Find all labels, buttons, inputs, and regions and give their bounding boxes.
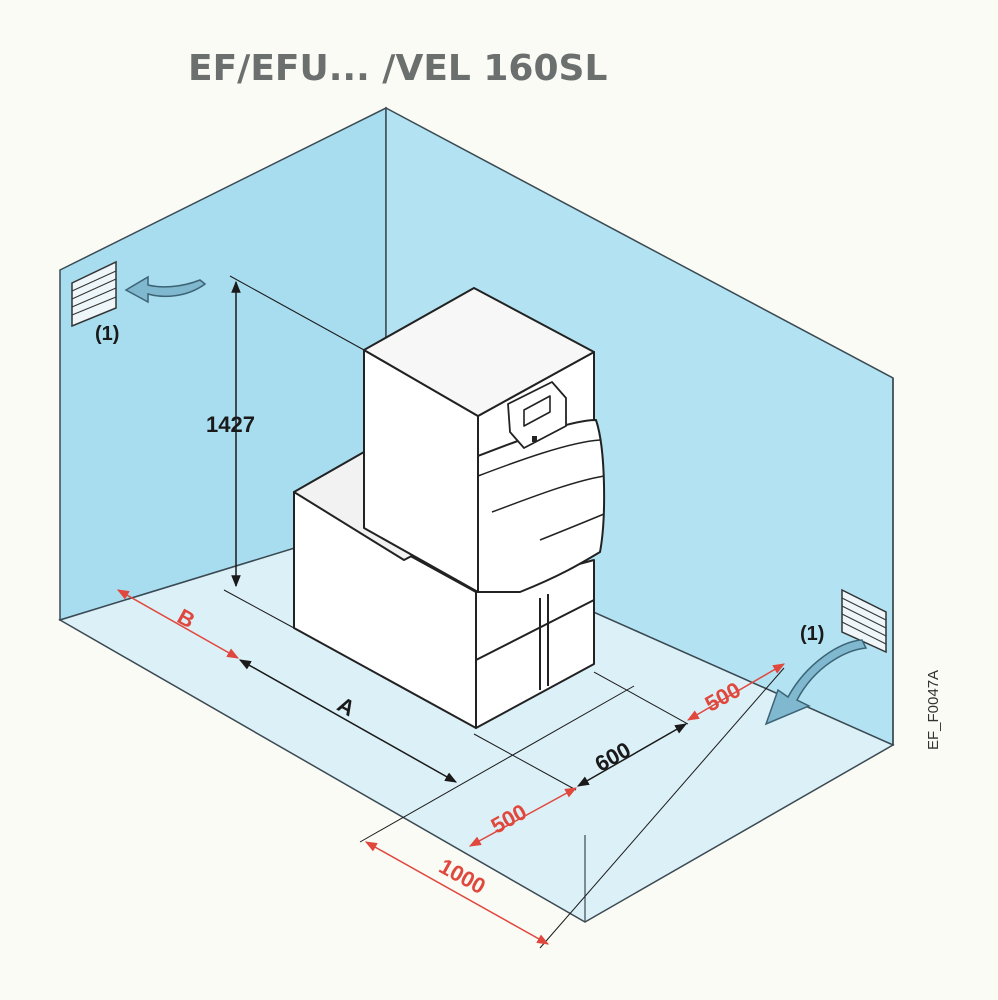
dimension-500-front-line	[468, 787, 578, 847]
vent-grille-right	[841, 588, 887, 654]
vent-grille-left	[71, 260, 117, 328]
dimension-a-line	[238, 659, 458, 783]
control-screen	[523, 395, 551, 427]
figure-code: EF_F0047A	[925, 670, 942, 750]
airflow-arrow-left-icon	[124, 275, 207, 304]
dimension-1000-line	[364, 841, 550, 945]
vent-note-right: (1)	[800, 623, 824, 645]
upper-top-face	[363, 287, 595, 417]
vent-note-left: (1)	[95, 323, 119, 345]
dimension-600-line	[576, 723, 688, 787]
dimension-500-right-line	[686, 663, 786, 721]
dimension-height-label: 1427	[206, 412, 255, 437]
heating-unit	[293, 287, 606, 729]
dimension-b-line	[116, 589, 240, 659]
diagram-title: EF/EFU... /VEL 160SL	[188, 48, 607, 89]
